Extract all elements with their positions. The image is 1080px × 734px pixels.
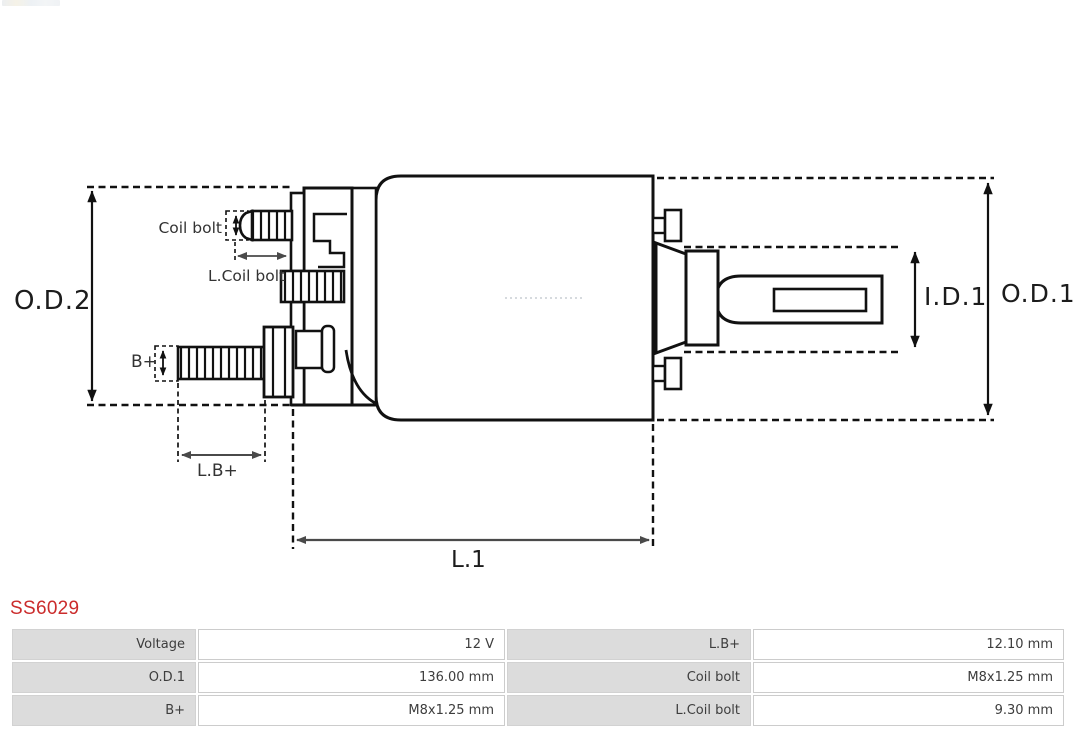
truncated-logo	[2, 0, 60, 6]
label-od1: O.D.1	[1001, 279, 1076, 308]
spec-value-cell: 12.10 mm	[753, 629, 1064, 660]
spec-value-cell: M8x1.25 mm	[198, 695, 505, 726]
spec-value-cell: 12 V	[198, 629, 505, 660]
label-id1: I.D.1	[924, 282, 987, 311]
label-b-plus: B+	[131, 352, 157, 372]
terminal-stud-bottom	[663, 356, 683, 391]
label-l1: L.1	[451, 547, 486, 573]
spec-table: Voltage 12 V L.B+ 12.10 mm O.D.1 136.00 …	[12, 629, 1064, 726]
b-plus-bolt-thread	[176, 345, 266, 381]
coil-bolt-thread	[250, 209, 294, 242]
terminal-stud-top	[663, 208, 683, 243]
spec-label-cell: L.B+	[507, 629, 751, 660]
spec-label-cell: Coil bolt	[507, 662, 751, 693]
b-plus-spacer	[294, 329, 324, 370]
product-code: SS6029	[10, 598, 80, 619]
solenoid-drawing	[176, 174, 884, 422]
b-plus-nut	[262, 325, 295, 399]
plunger-boot	[684, 249, 720, 347]
plunger-slot	[772, 287, 868, 313]
b-plus-washer	[320, 324, 336, 374]
product-diagram: O.D.2 Coil bolt L.Coil bolt B+ L.B+ L.1 …	[14, 174, 1076, 573]
terminal-tab-bottom	[651, 364, 667, 383]
b-plus-nut-facets	[271, 327, 287, 397]
bracket-corner-arc	[344, 349, 376, 405]
spec-label-cell: B+	[12, 695, 196, 726]
label-coil-bolt: Coil bolt	[158, 219, 222, 237]
spec-label-cell: L.Coil bolt	[507, 695, 751, 726]
spec-value-cell: M8x1.25 mm	[753, 662, 1064, 693]
coil-bolt-tip	[238, 209, 254, 242]
spec-value-cell: 136.00 mm	[198, 662, 505, 693]
terminal-tab-top	[651, 216, 667, 235]
bracket-cutout	[312, 212, 347, 269]
label-l-b-plus: L.B+	[197, 461, 238, 481]
flange-strip	[350, 186, 378, 407]
plunger-boot-cone	[654, 240, 688, 356]
coil-bolt-collar-thread	[279, 269, 346, 304]
label-l-coil-bolt: L.Coil bolt	[208, 267, 285, 285]
ext-box-bplus	[154, 345, 179, 382]
dimension-arrows	[87, 182, 993, 544]
dimension-labels: O.D.2 Coil bolt L.Coil bolt B+ L.B+ L.1 …	[14, 219, 1076, 573]
spec-label-cell: O.D.1	[12, 662, 196, 693]
spec-label-cell: Voltage	[12, 629, 196, 660]
spec-value-cell: 9.30 mm	[753, 695, 1064, 726]
label-od2: O.D.2	[14, 286, 92, 316]
solenoid-body	[374, 174, 655, 422]
